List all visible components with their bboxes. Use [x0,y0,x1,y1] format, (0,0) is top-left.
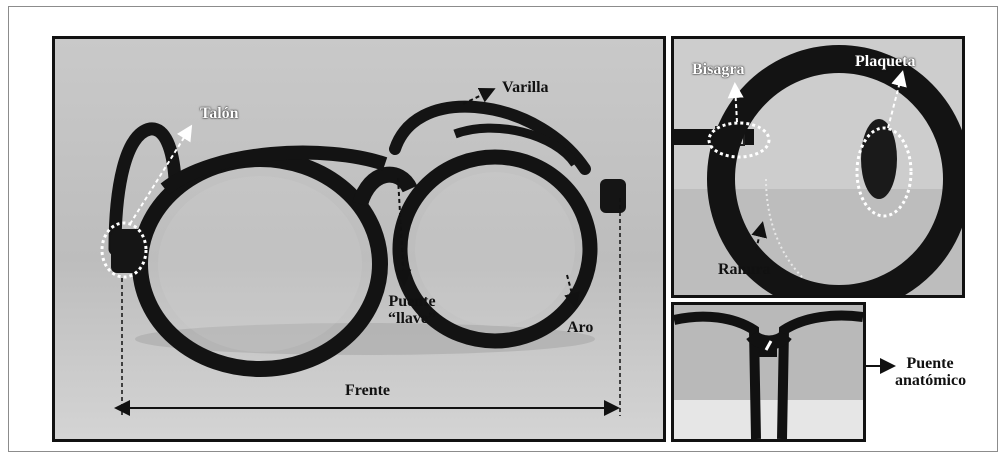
label-puente-llave-line2: “llave” [372,311,452,328]
label-plaqueta: Plaqueta [855,54,915,71]
label-aro: Aro [567,320,593,337]
label-puente-llave: Puente “llave” [372,294,452,328]
label-talon: Talón [200,106,239,123]
label-ranura: Ranura [718,262,770,279]
bridge-closeup-photo [671,302,866,442]
label-puente-llave-line1: Puente [372,294,452,311]
label-puente-anatomico-line1: Puente [895,356,965,373]
label-varilla: Varilla [502,80,549,97]
label-frente: Frente [345,383,390,400]
label-puente-anatomico: Puente anatómico [895,356,966,390]
label-puente-anatomico-line2: anatómico [895,373,966,390]
label-bisagra: Bisagra [692,62,744,79]
